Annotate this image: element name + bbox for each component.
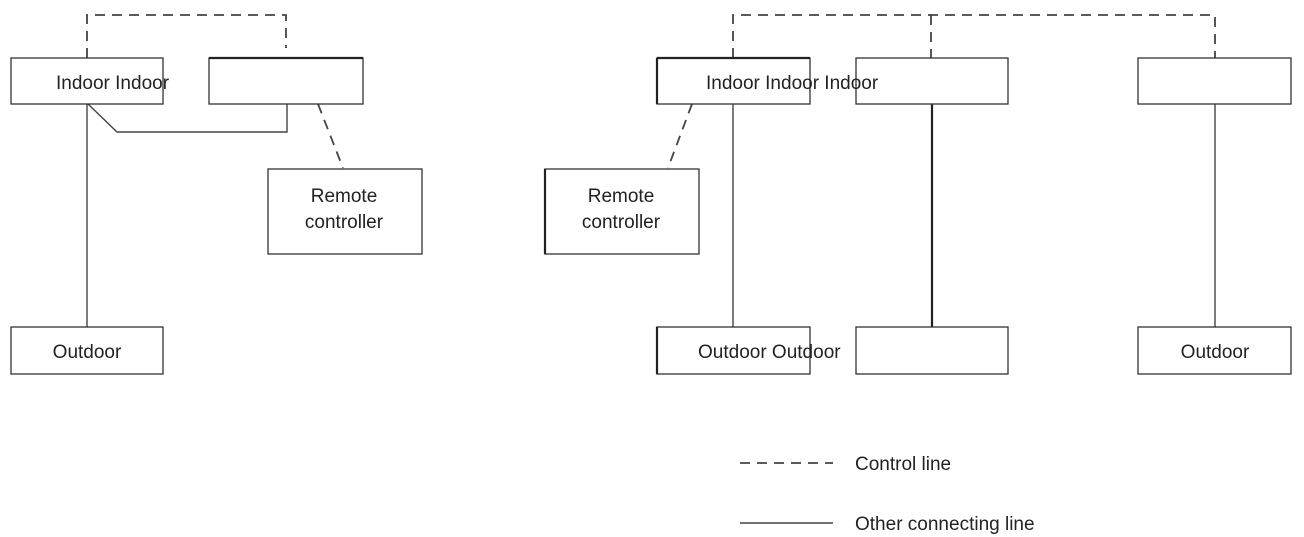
right-outdoor-label-3: Outdoor (1181, 342, 1250, 363)
left-indoor-unit-1 (10, 57, 164, 105)
right-outdoor-unit-3 (1137, 326, 1292, 375)
right-outdoor-unit-2 (855, 326, 1009, 375)
left-remote-label-1: Remote (311, 186, 378, 207)
right-indoor-unit-3 (1137, 57, 1292, 105)
left-indoor-unit-2 (208, 57, 364, 105)
right-remote-label-1: Remote (588, 186, 655, 207)
left-connecting-line-indoor (87, 103, 288, 133)
right-indoor-label: Indoor Indoor Indoor (706, 73, 879, 94)
left-diagram: Indoor Indoor Remote controller Outdoor (10, 14, 423, 375)
legend-other-line-label: Other connecting line (855, 514, 1035, 535)
left-outdoor-unit (10, 326, 164, 375)
left-remote-controller (267, 168, 423, 255)
left-indoor-label: Indoor Indoor (56, 73, 170, 94)
right-control-line-top (732, 14, 1216, 58)
left-outdoor-label: Outdoor (53, 342, 122, 363)
right-indoor-unit-2 (855, 57, 1009, 105)
legend-control-line-label: Control line (855, 454, 951, 475)
right-remote-controller (544, 168, 700, 255)
left-remote-label-2: controller (305, 212, 384, 233)
legend: Control line Other connecting line (740, 454, 1035, 535)
right-outdoor-label: Outdoor Outdoor (698, 342, 841, 363)
right-control-line-remote (667, 103, 693, 169)
right-remote-label-2: controller (582, 212, 661, 233)
right-diagram: Indoor Indoor Indoor Remote controller O… (543, 14, 1292, 375)
right-outdoor-unit-1 (656, 326, 811, 375)
left-control-line-remote (317, 103, 344, 169)
left-control-line-top (86, 14, 287, 58)
